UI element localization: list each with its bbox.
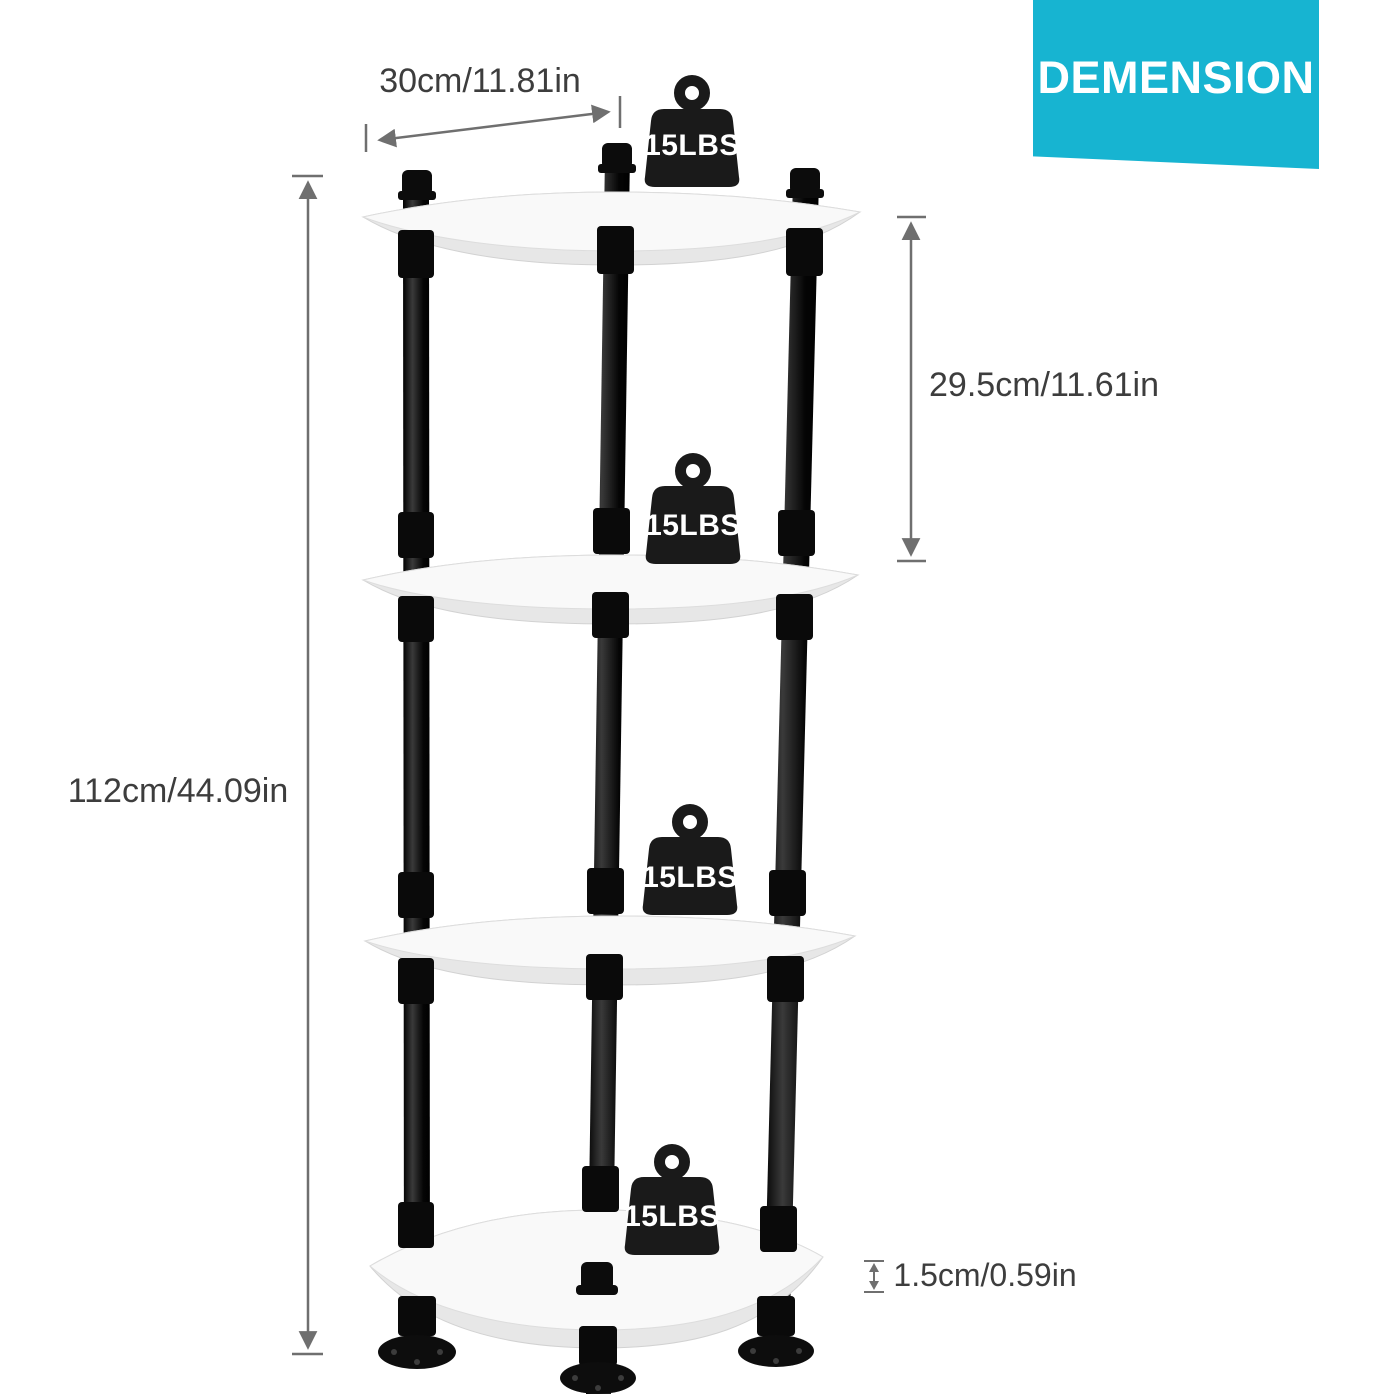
pipe-middle [586, 155, 630, 1394]
foot-left [378, 1296, 456, 1369]
pipe-end-caps [398, 143, 824, 1295]
dimension-badge-label: DEMENSION [1037, 51, 1315, 103]
weight-icon-2 [645, 453, 741, 564]
pipe-couplings [398, 226, 823, 1252]
dimension-arrows [292, 96, 926, 1356]
board-top [363, 915, 857, 970]
board-top [361, 191, 862, 252]
floor-flanges [378, 1296, 814, 1394]
thickness-dimension-label: 1.5cm/0.59in [893, 1257, 1077, 1293]
pipe-cap-right [786, 168, 824, 198]
pipe-cap-front-bottom [576, 1262, 618, 1295]
shelf-board-3 [363, 915, 857, 986]
tier-height-measure-arrow [897, 215, 926, 563]
width-measure-arrow [364, 96, 622, 152]
weight-icon-3 [642, 804, 738, 915]
weight-icons [624, 75, 741, 1255]
pipe-cap-middle [598, 143, 636, 173]
board-top [361, 554, 860, 610]
width-dimension-label: 30cm/11.81in [379, 62, 581, 100]
foot-middle [560, 1326, 636, 1394]
pipe-left [403, 192, 430, 1348]
pipe-legs [403, 155, 819, 1394]
shelf-board-2 [361, 554, 860, 625]
weight-capacity-label-2: 15LBS [645, 509, 741, 542]
tier-height-dimension-label: 29.5cm/11.61in [929, 366, 1159, 404]
weight-icon-4 [624, 1144, 720, 1255]
weight-capacity-label-1: 15LBS [644, 129, 740, 162]
pipe-right [763, 180, 819, 1360]
weight-capacity-label-3: 15LBS [642, 861, 738, 894]
weight-icon-1 [644, 75, 740, 187]
total-height-measure-arrow [292, 174, 323, 1356]
foot-right [738, 1296, 814, 1367]
weight-capacity-label-4: 15LBS [624, 1200, 720, 1233]
total-height-dimension-label: 112cm/44.09in [67, 772, 289, 810]
thickness-measure-arrow [864, 1260, 884, 1293]
pipe-cap-left [398, 170, 436, 200]
dimension-badge: DEMENSION [1033, 0, 1319, 169]
